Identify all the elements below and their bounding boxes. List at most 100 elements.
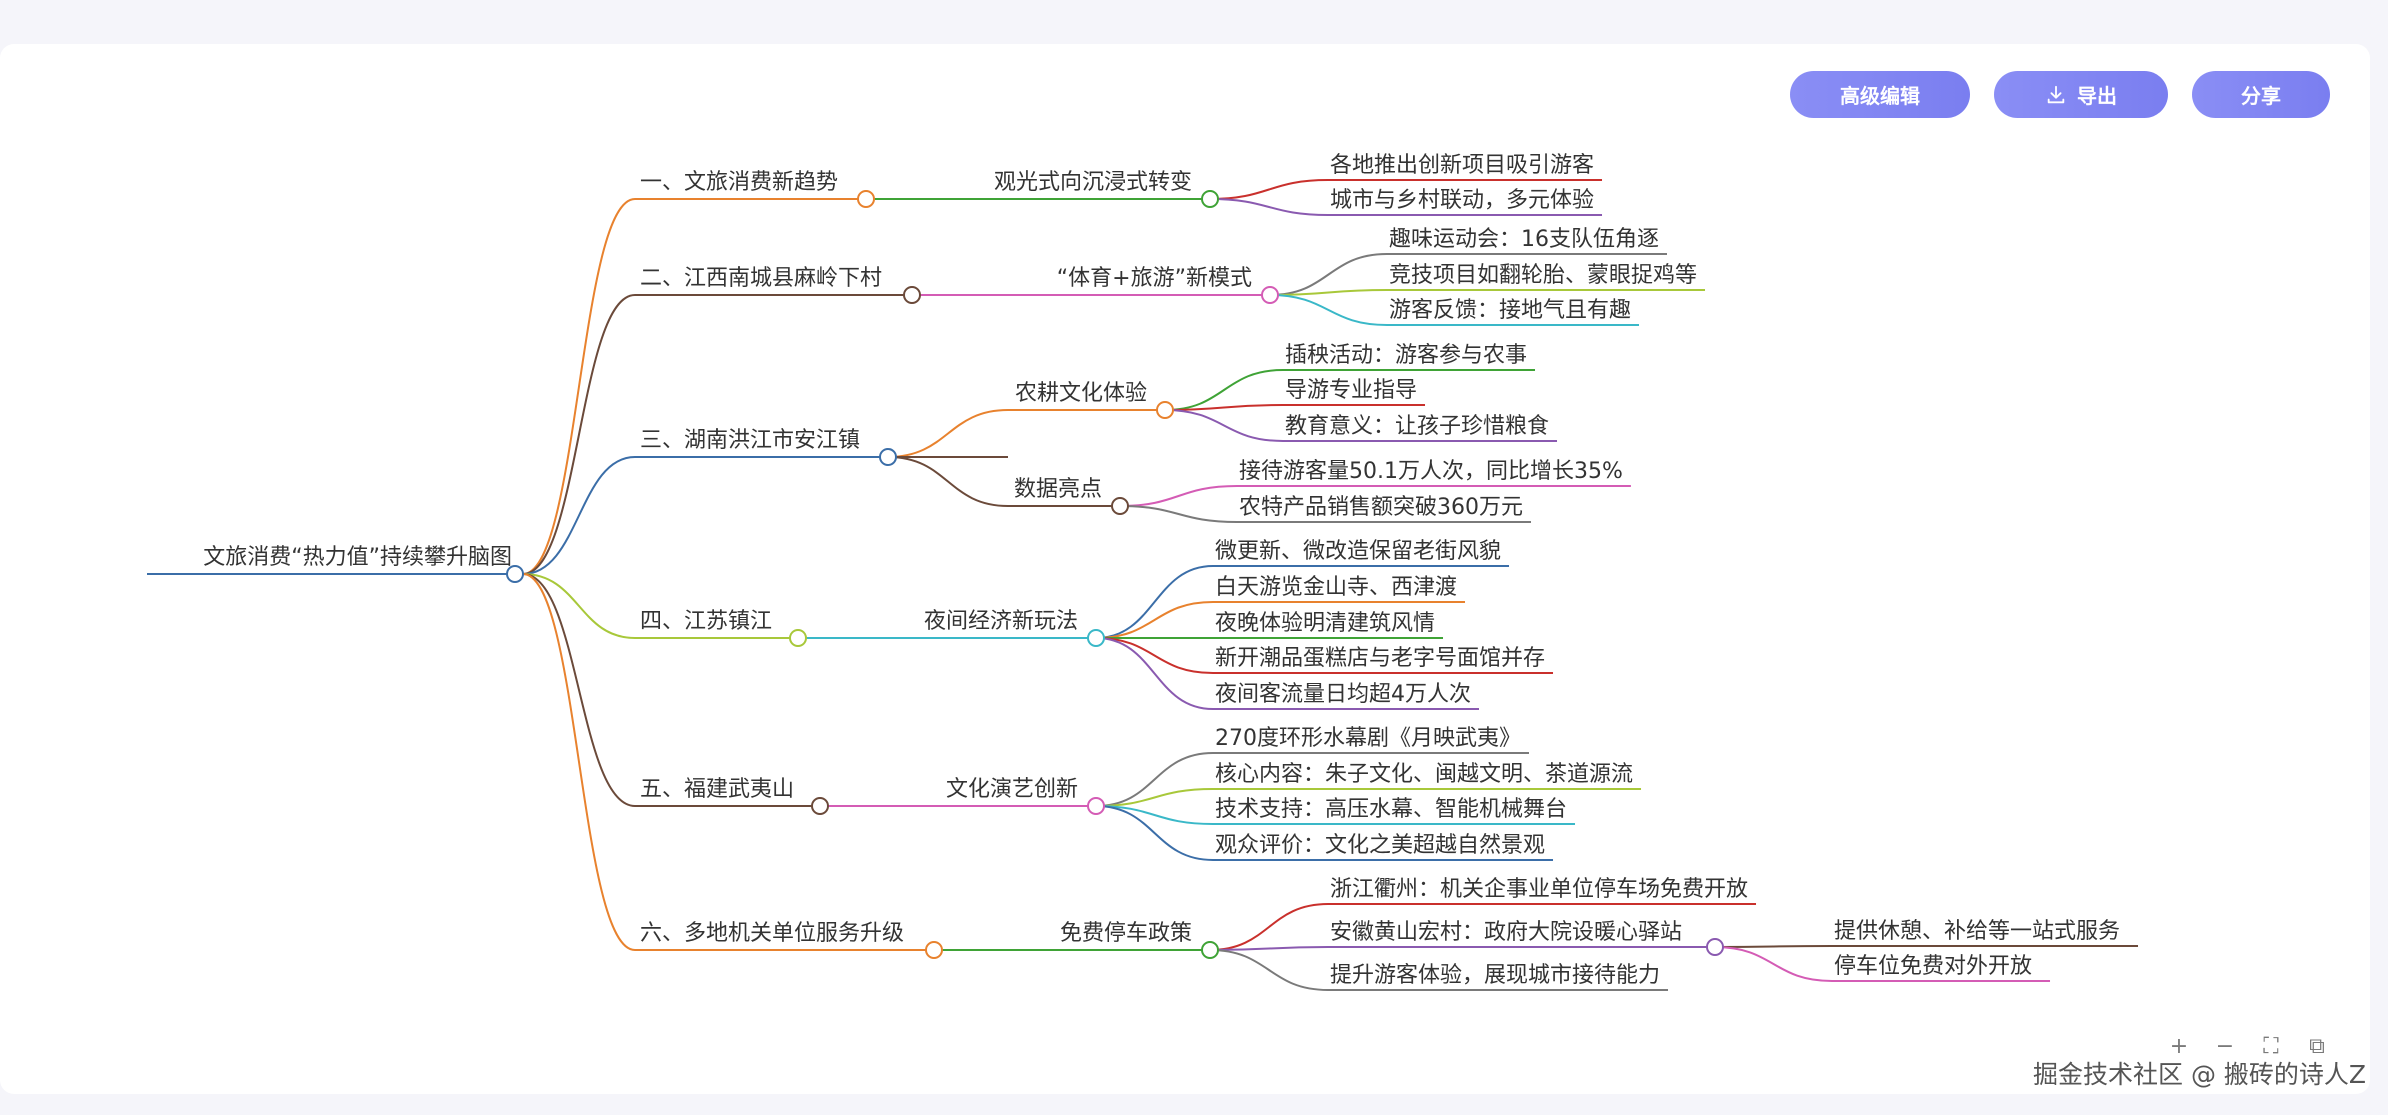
detail-node-circle[interactable]	[1706, 938, 1724, 956]
detail-connector	[1095, 565, 1214, 639]
branch-label[interactable]: 四、江苏镇江	[640, 609, 772, 634]
detail-label[interactable]: 夜间客流量日均超4万人次	[1215, 682, 1471, 707]
advanced-edit-button[interactable]: 高级编辑	[1790, 71, 1970, 118]
zoom-out-icon[interactable]: −	[2215, 1034, 2235, 1059]
branch-connector	[522, 573, 636, 807]
detail-label[interactable]: 浙江衢州：机关企事业单位停车场免费开放	[1330, 877, 1748, 902]
detail-connector	[1095, 805, 1214, 861]
subdetail-label[interactable]: 提供休憩、补给等一站式服务	[1834, 919, 2120, 944]
detail-label[interactable]: 提升游客体验，展现城市接待能力	[1330, 963, 1660, 988]
branch-label[interactable]: 六、多地机关单位服务升级	[640, 921, 904, 946]
advanced-edit-label: 高级编辑	[1840, 84, 1920, 108]
detail-label[interactable]: 安徽黄山宏村：政府大院设暖心驿站	[1330, 920, 1682, 945]
detail-label[interactable]: 导游专业指导	[1285, 378, 1417, 403]
branch-label[interactable]: 二、江西南城县麻岭下村	[640, 266, 882, 291]
download-icon	[2047, 85, 2065, 103]
detail-connector	[1095, 788, 1214, 807]
canvas-panel	[0, 44, 2370, 1094]
detail-label[interactable]: 观众评价：文化之美超越自然景观	[1215, 833, 1545, 858]
zoom-in-icon[interactable]: +	[2169, 1034, 2189, 1059]
topic-label[interactable]: 文化演艺创新	[946, 777, 1078, 802]
detail-connector	[1164, 404, 1284, 411]
detail-connector	[1209, 903, 1329, 951]
branch-label[interactable]: 五、福建武夷山	[640, 777, 794, 802]
branch-connector	[522, 198, 636, 575]
topic-label[interactable]: 夜间经济新玩法	[924, 609, 1078, 634]
detail-connector	[1119, 485, 1238, 507]
detail-label[interactable]: 竞技项目如翻轮胎、蒙眼捉鸡等	[1389, 263, 1697, 288]
detail-label[interactable]: 技术支持：高压水幕、智能机械舞台	[1215, 797, 1567, 822]
topic-node-circle[interactable]	[1156, 401, 1174, 419]
detail-connector	[1269, 294, 1388, 326]
share-label: 分享	[2241, 84, 2281, 108]
detail-connector	[1269, 289, 1388, 296]
share-button[interactable]: 分享	[2192, 71, 2330, 118]
topic-label[interactable]: 数据亮点	[1014, 477, 1102, 502]
branch-node-circle[interactable]	[789, 629, 807, 647]
branch-node-circle[interactable]	[903, 286, 921, 304]
detail-connector	[1209, 949, 1329, 991]
branch-connector	[522, 294, 636, 575]
detail-label[interactable]: 微更新、微改造保留老街风貌	[1215, 539, 1501, 564]
detail-label[interactable]: 教育意义：让孩子珍惜粮食	[1285, 414, 1549, 439]
detail-label[interactable]: 270度环形水幕剧《月映武夷》	[1215, 726, 1521, 751]
branch-node-circle[interactable]	[879, 448, 897, 466]
topic-label[interactable]: 农耕文化体验	[1015, 381, 1147, 406]
watermark: 掘金技术社区 @ 搬砖的诗人Z	[2033, 1060, 2367, 1089]
detail-connector	[1209, 179, 1329, 200]
detail-connector	[1095, 752, 1214, 807]
detail-label[interactable]: 核心内容：朱子文化、闽越文明、茶道源流	[1215, 762, 1633, 787]
branch-connector	[522, 573, 636, 639]
zoom-controls: + − ⛶ ⧉	[2168, 1036, 2328, 1058]
topic-node-circle[interactable]	[1111, 497, 1129, 515]
subdetail-connector	[1714, 945, 1833, 948]
topic-node-circle[interactable]	[1087, 629, 1105, 647]
detail-connector	[1095, 637, 1214, 674]
topic-connector	[887, 456, 1009, 507]
toolbar: 高级编辑 导出 分享	[1790, 71, 2330, 118]
detail-label[interactable]: 接待游客量50.1万人次，同比增长35%	[1239, 459, 1623, 484]
branch-label[interactable]: 三、湖南洪江市安江镇	[640, 428, 860, 453]
topic-label[interactable]: 观光式向沉浸式转变	[994, 170, 1192, 195]
detail-label[interactable]: 白天游览金山寺、西津渡	[1215, 575, 1457, 600]
detail-label[interactable]: 插秧活动：游客参与农事	[1285, 343, 1527, 368]
branch-node-circle[interactable]	[925, 941, 943, 959]
detail-label[interactable]: 游客反馈：接地气且有趣	[1389, 298, 1631, 323]
branch-label[interactable]: 一、文旅消费新趋势	[640, 170, 838, 195]
topic-label[interactable]: “体育+旅游”新模式	[1057, 266, 1252, 291]
branch-node-circle[interactable]	[857, 190, 875, 208]
detail-connector	[1209, 946, 1329, 951]
detail-label[interactable]: 新开潮品蛋糕店与老字号面馆并存	[1215, 646, 1545, 671]
fullscreen-icon[interactable]: ⧉	[2309, 1034, 2325, 1059]
topic-node-circle[interactable]	[1201, 941, 1219, 959]
detail-connector	[1119, 505, 1238, 523]
branch-node-circle[interactable]	[811, 797, 829, 815]
detail-connector	[1209, 198, 1329, 216]
detail-connector	[1269, 253, 1388, 296]
detail-label[interactable]: 农特产品销售额突破360万元	[1239, 495, 1523, 520]
root-node-circle[interactable]	[506, 565, 524, 583]
detail-connector	[1095, 601, 1214, 639]
topic-node-circle[interactable]	[1261, 286, 1279, 304]
subdetail-connector	[1714, 946, 1833, 982]
detail-label[interactable]: 趣味运动会：16支队伍角逐	[1389, 227, 1659, 252]
fit-screen-icon[interactable]: ⛶	[2263, 1034, 2279, 1059]
topic-label[interactable]: 免费停车政策	[1060, 921, 1192, 946]
topic-node-circle[interactable]	[1201, 190, 1219, 208]
branch-connector	[522, 573, 636, 951]
detail-label[interactable]: 城市与乡村联动，多元体验	[1330, 188, 1594, 213]
topic-node-circle[interactable]	[1087, 797, 1105, 815]
subdetail-label[interactable]: 停车位免费对外开放	[1834, 954, 2032, 979]
detail-label[interactable]: 夜晚体验明清建筑风情	[1215, 611, 1435, 636]
root-node-label[interactable]: 文旅消费“热力值”持续攀升脑图	[203, 545, 512, 570]
topic-connector	[887, 409, 1009, 458]
detail-connector	[1164, 369, 1284, 411]
detail-connector	[1164, 409, 1284, 442]
detail-connector	[1095, 637, 1214, 710]
export-label: 导出	[2077, 84, 2117, 108]
detail-connector	[1095, 805, 1214, 825]
branch-connector	[522, 456, 636, 575]
export-button[interactable]: 导出	[1994, 71, 2168, 118]
detail-label[interactable]: 各地推出创新项目吸引游客	[1330, 153, 1594, 178]
